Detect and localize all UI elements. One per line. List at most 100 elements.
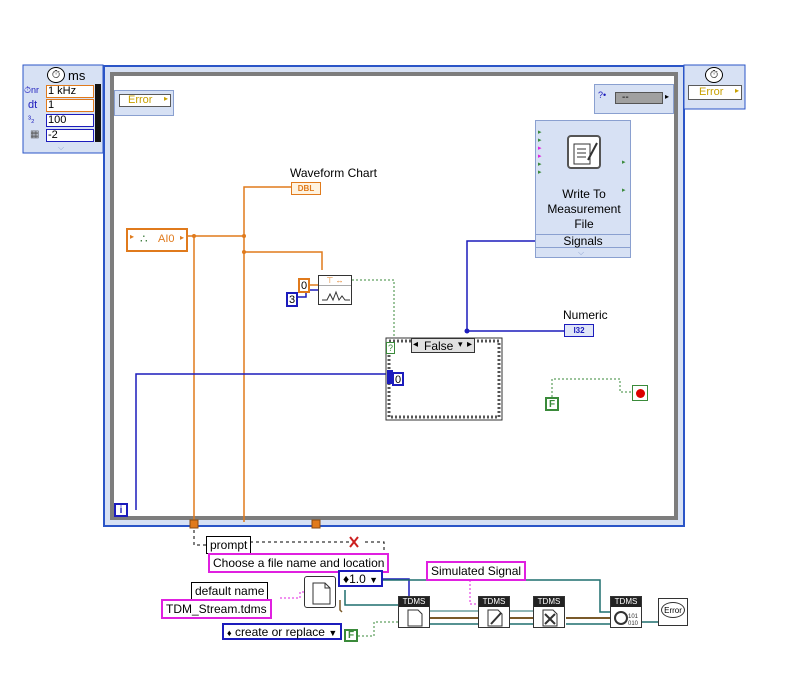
orange-tunnel-right <box>311 519 321 529</box>
write-file-icon <box>567 135 601 169</box>
output-terminals: ▸▸ <box>622 159 626 194</box>
tdms-tag: TDMS <box>611 597 641 607</box>
case-selector-terminal[interactable]: ? <box>386 342 395 354</box>
clock-icon: ⏱ <box>47 67 65 83</box>
numeric-constant-orange[interactable]: 0 <box>298 278 310 293</box>
error-handler-function[interactable]: Error <box>658 598 688 626</box>
timing-row-value[interactable]: 1 <box>46 99 94 112</box>
arrow-right-icon: ▸ <box>665 92 670 101</box>
broken-wire-icon <box>349 536 359 548</box>
timing-row-value[interactable]: 100 <box>46 114 94 127</box>
arrow-right-icon: ▸ <box>467 339 473 350</box>
timing-node-bar <box>95 84 101 142</box>
chevron-down-icon: ⌵ <box>58 143 65 152</box>
tdms-tag: TDMS <box>534 597 564 607</box>
iteration-terminal: i <box>114 503 128 517</box>
orange-tunnel-left <box>189 519 199 529</box>
subvi-header-icon: ⊤ ↔ <box>319 276 351 286</box>
false-constant[interactable]: F <box>545 397 559 411</box>
error-in-terminal[interactable]: Error ▸ <box>119 94 171 107</box>
error-out-label: Error <box>699 86 724 98</box>
timing-row-prefix: ³₂ <box>28 114 35 124</box>
file-close-icon <box>542 609 558 627</box>
ai-channel-constant[interactable]: ▸ ∴ AI0 ▸ <box>126 228 188 252</box>
case-selector[interactable]: ◂ False ▾ ▸ <box>411 338 475 353</box>
case-tunnel <box>387 370 393 384</box>
default-filename-constant[interactable]: TDM_Stream.tdms <box>161 599 272 619</box>
svg-text:010: 010 <box>628 621 639 627</box>
operation-value: create or replace <box>234 625 325 639</box>
default-name-label: default name <box>191 582 269 600</box>
connector-icon: ▸ <box>130 232 135 241</box>
version-dropdown[interactable]: ♦1.0 ▼ <box>338 570 384 587</box>
simulated-signal-constant[interactable]: Simulated Signal <box>426 561 527 581</box>
spin-icon: ♦ <box>227 628 232 638</box>
timing-unit: ms <box>68 68 86 83</box>
file-dialog-function[interactable] <box>304 576 336 608</box>
false-constant-bottom[interactable]: F <box>344 629 358 642</box>
tdms-tag: TDMS <box>399 597 429 607</box>
chevron-down-icon: ▼ <box>328 628 338 638</box>
tdms-write-function[interactable]: TDMS <box>478 596 510 628</box>
clock-icon: ⏱ <box>705 67 723 83</box>
timing-row-prefix: ▦ <box>30 129 40 140</box>
error-out-terminal[interactable]: Error ▸ <box>688 85 742 100</box>
status-field[interactable]: -- <box>615 92 663 104</box>
timing-row-value[interactable]: 1 kHz <box>46 85 94 98</box>
numeric-constant-blue[interactable]: 3 <box>286 292 298 307</box>
file-open-icon <box>407 609 423 627</box>
tdms-close-function[interactable]: TDMS <box>533 596 565 628</box>
input-terminals: ▸▸▸▸▸▸ <box>538 129 542 176</box>
stop-icon <box>636 389 645 398</box>
ai-channel-label: AI0 <box>158 233 175 245</box>
chevron-down-icon: ▼ <box>369 575 379 585</box>
wire-junction <box>192 234 196 238</box>
timing-row-value[interactable]: -2 <box>46 129 94 142</box>
prompt-dashed-line <box>193 530 385 552</box>
case-structure[interactable] <box>385 337 503 421</box>
waveform-chart-terminal[interactable]: DBL <box>291 182 321 195</box>
wire-junction <box>464 328 470 334</box>
operation-dropdown[interactable]: ♦ create or replace ▼ <box>222 623 343 640</box>
blue-wires <box>135 240 565 601</box>
waveform-subvi[interactable]: ⊤ ↔ <box>318 275 352 305</box>
waveform-icon <box>322 290 350 302</box>
file-prompt-constant[interactable]: Choose a file name and location <box>208 553 390 573</box>
arrow-right-icon: ▸ <box>735 86 740 95</box>
write-to-measurement-file[interactable]: ▸▸▸▸▸▸ ▸▸ Write To Measurement File Sign… <box>535 120 631 258</box>
node-type-icon: ?• <box>598 90 607 100</box>
waveform-chart-label: Waveform Chart <box>290 166 377 180</box>
daq-icon: ∴ <box>140 232 148 246</box>
file-dialog-icon <box>312 582 331 605</box>
spin-icon: ♦ <box>343 572 350 586</box>
right-node[interactable]: ?• -- ▸ <box>594 84 674 114</box>
numeric-label: Numeric <box>563 308 608 322</box>
timing-rows: ⏱nr 1 kHz dt 1 ³₂ 100 ▦ -2 <box>24 85 94 145</box>
wire-junction <box>242 250 246 254</box>
timing-row-prefix: ⏱nr <box>24 85 40 95</box>
numeric-terminal[interactable]: I32 <box>564 324 594 337</box>
arrow-right-icon: ▸ <box>180 233 185 242</box>
arrow-left-icon: ◂ <box>413 339 419 350</box>
tdms-tag: TDMS <box>479 597 509 607</box>
case-constant[interactable]: 0 <box>392 372 404 386</box>
error-dialog-icon: Error <box>661 602 685 618</box>
case-selector-label: False <box>424 339 454 353</box>
stop-terminal[interactable] <box>632 385 648 401</box>
error-in-node[interactable]: Error ▸ <box>114 90 174 116</box>
chevron-down-icon: ▾ <box>458 339 463 349</box>
chevron-down-icon: ⌵ <box>578 248 585 257</box>
prompt-label: prompt <box>206 536 252 554</box>
signals-terminal[interactable]: Signals <box>536 234 630 248</box>
tdms-open-function[interactable]: TDMS <box>398 596 430 628</box>
error-in-label: Error <box>128 94 153 106</box>
write-file-title: Write To Measurement File <box>547 187 621 231</box>
orange-wires <box>188 186 323 522</box>
timing-row-prefix: dt <box>28 99 38 111</box>
version-value: 1.0 <box>349 572 366 586</box>
wire-junction <box>242 234 246 238</box>
file-write-icon <box>487 609 503 627</box>
svg-text:101: 101 <box>628 614 639 620</box>
